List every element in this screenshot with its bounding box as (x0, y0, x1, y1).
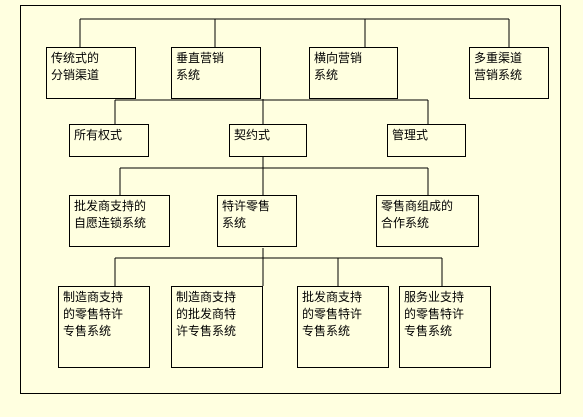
node-manufacturer-wholesale-franchise: 制造商支持 的批发商特 许专售系统 (171, 286, 263, 368)
node-wholesaler-retail-franchise: 批发商支持 的零售特许 专售系统 (297, 286, 389, 368)
node-service-retail-franchise: 服务业支持 的零售特许 专售系统 (399, 286, 491, 368)
node-vertical-marketing-system: 垂直营销 系统 (171, 47, 261, 99)
node-retailer-cooperative: 零售商组成的 合作系统 (376, 195, 479, 247)
node-ownership: 所有权式 (69, 124, 149, 157)
node-managed: 管理式 (387, 124, 466, 157)
node-contractual: 契约式 (229, 124, 307, 157)
node-traditional-channel: 传统式的 分销渠道 (46, 47, 136, 99)
node-multichannel-marketing-system: 多重渠道 营销系统 (469, 47, 549, 99)
node-retail-franchise: 特许零售 系统 (217, 195, 297, 247)
node-manufacturer-retail-franchise: 制造商支持 的零售特许 专售系统 (58, 286, 150, 368)
node-wholesaler-voluntary-chain: 批发商支持的 自愿连锁系统 (69, 195, 170, 247)
node-horizontal-marketing-system: 横向营销 系统 (309, 47, 398, 99)
diagram-frame (20, 5, 561, 394)
